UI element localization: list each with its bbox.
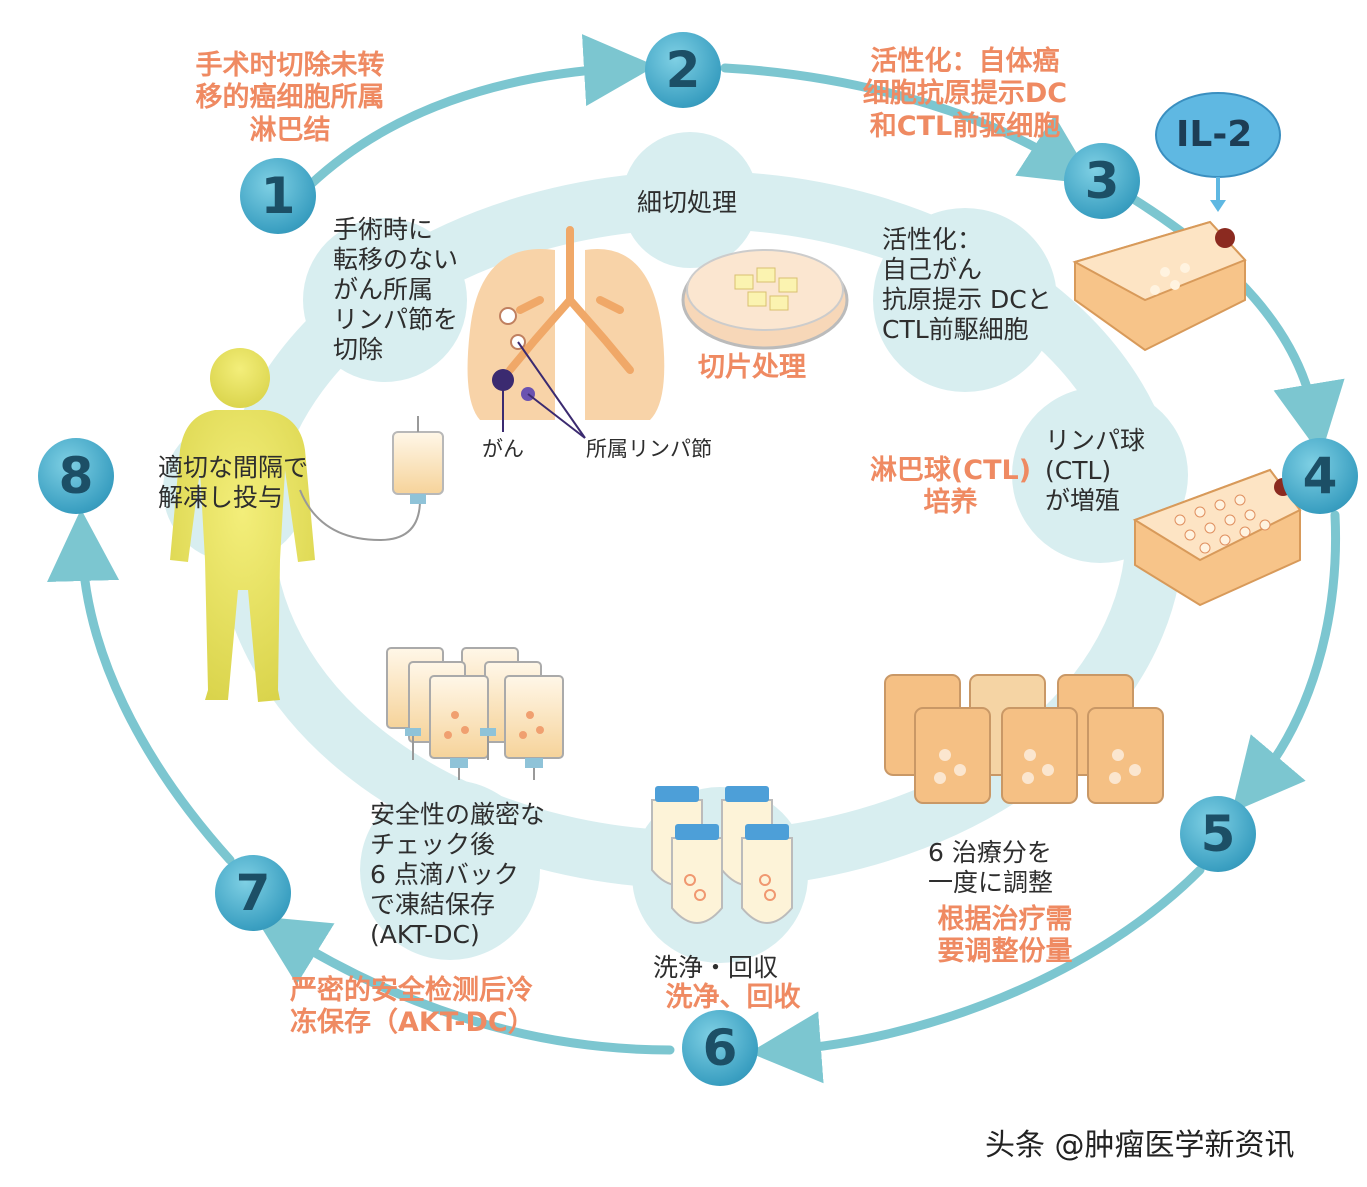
step-4-badge: 4 xyxy=(1282,438,1358,514)
iv-bag-icon xyxy=(299,416,444,542)
step-7-jp-label: 安全性の厳密な チェック後 6 点滴バック で凍結保存 (AKT-DC) xyxy=(370,800,546,949)
step-1-jp-label: 手術時に 転移のない がん所属 リンパ節を 切除 xyxy=(333,215,459,364)
step-2-jp-label: 細切処理 xyxy=(637,188,738,217)
lungs-icon xyxy=(467,226,665,439)
cancer-label: がん xyxy=(482,437,524,461)
step-8-jp-label: 適切な間隔で 解凍し投与 xyxy=(158,453,309,512)
watermark: 头条 @肿瘤医学新资讯 xyxy=(985,1128,1295,1163)
step-3-jp-label: 活性化： 自己がん 抗原提示 DCと CTL前駆細胞 xyxy=(882,225,1052,344)
step-6-cn-label: 洗净、回收 xyxy=(665,982,801,1013)
step-7-badge: 7 xyxy=(215,855,291,931)
petri-dish-icon xyxy=(681,249,849,350)
lymph-node-label: 所属リンパ節 xyxy=(586,437,712,461)
step-3-badge: 3 xyxy=(1064,143,1140,219)
il2-label: IL-2 xyxy=(1176,114,1253,155)
arrow-6-to-7 xyxy=(254,916,675,1055)
step-7-cn-label: 严密的安全检测后冷 冻保存（AKT-DC） xyxy=(290,975,535,1039)
centrifuge-tube-icon xyxy=(651,786,793,924)
cycle-arrows xyxy=(47,34,1345,1084)
il2-bubble xyxy=(1155,92,1281,212)
arrow-3-to-4 xyxy=(1130,195,1345,456)
culture-flask-icon-step4 xyxy=(1132,468,1302,607)
step-6-badge: 6 xyxy=(682,1010,758,1086)
arrow-4-to-5 xyxy=(1231,510,1341,813)
step-8-badge: 8 xyxy=(38,438,114,514)
step-1-badge: 1 xyxy=(240,158,316,234)
step-6-jp-label: 洗浄・回収 xyxy=(653,953,779,982)
step-3-cn-label: 活性化：自体癌 细胞抗原提示DC 和CTL前驱细胞 xyxy=(862,46,1068,142)
step-2-cn-label: 切片处理 xyxy=(698,352,806,383)
step-1-cn-label: 手术时切除未转 移的癌细胞所属 淋巴结 xyxy=(195,50,385,146)
step-4-jp-label: リンパ球 (CTL) が増殖 xyxy=(1045,426,1146,515)
arrow-1-to-2 xyxy=(305,34,656,190)
step-4-cn-label: 淋巴球(CTL) 培养 xyxy=(869,455,1032,519)
arrow-5-to-6 xyxy=(749,865,1205,1084)
frozen-bags-step7 xyxy=(386,647,564,780)
step-5-jp-label: 6 治療分を 一度に調整 xyxy=(928,838,1054,897)
step-2-badge: 2 xyxy=(645,32,721,108)
arrow-2-to-3 xyxy=(720,63,1096,185)
step-5-cn-label: 根据治疗需 要调整份量 xyxy=(937,904,1073,968)
culture-flask-icon xyxy=(1072,220,1247,352)
step-5-badge: 5 xyxy=(1180,796,1256,872)
human-silhouette-icon xyxy=(170,348,315,702)
infusion-bags-step5 xyxy=(884,674,1164,804)
arrow-7-to-8 xyxy=(47,509,235,865)
